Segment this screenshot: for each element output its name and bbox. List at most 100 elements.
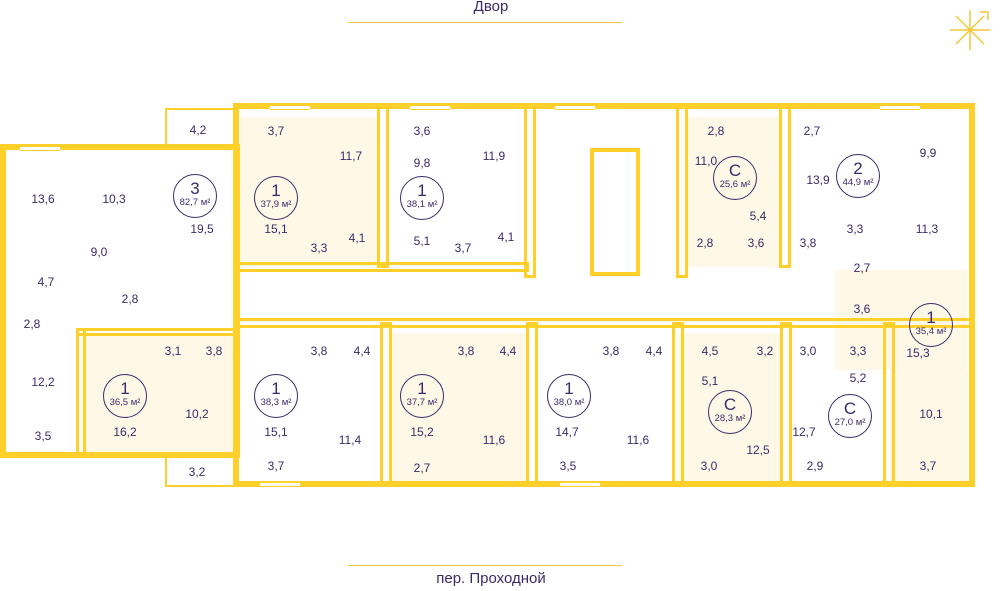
room-area-label: 14,7 bbox=[555, 425, 579, 439]
apartment-type: 1 bbox=[120, 379, 130, 398]
room-area-label: 3,7 bbox=[919, 459, 937, 473]
room-area-label: 3,8 bbox=[310, 344, 328, 358]
room-area-label: 2,8 bbox=[121, 292, 139, 306]
room-area-label: 16,2 bbox=[113, 425, 137, 439]
room-area-label: 4,4 bbox=[353, 344, 371, 358]
divider-bottom bbox=[348, 565, 622, 566]
room-area-label: 5,1 bbox=[413, 234, 431, 248]
window bbox=[880, 105, 920, 110]
room-area-label: 2,8 bbox=[23, 317, 41, 331]
room-area-label: 4,1 bbox=[497, 230, 515, 244]
room-area-label: 4,2 bbox=[189, 123, 207, 137]
room-area-label: 3,8 bbox=[457, 344, 475, 358]
apartment-area: 38,1 м² bbox=[406, 199, 438, 210]
window bbox=[555, 105, 595, 110]
street-label-bottom: пер. Проходной bbox=[436, 570, 546, 587]
partition-wall bbox=[780, 322, 792, 487]
room-area-label: 3,3 bbox=[310, 241, 328, 255]
room-area-label: 9,9 bbox=[919, 146, 937, 160]
room-area-label: 3,0 bbox=[700, 459, 718, 473]
room-area-label: 11,6 bbox=[626, 433, 650, 447]
apartment-area: 28,3 м² bbox=[714, 413, 746, 424]
partition-wall bbox=[779, 103, 791, 268]
balcony bbox=[165, 108, 235, 150]
room-area-label: 2,7 bbox=[413, 461, 431, 475]
room-area-label: 4,4 bbox=[499, 344, 517, 358]
room-area-label: 11,4 bbox=[338, 433, 362, 447]
window bbox=[260, 482, 300, 487]
room-area-label: 3,3 bbox=[849, 344, 867, 358]
room-area-label: 3,7 bbox=[267, 124, 285, 138]
room-area-label: 3,0 bbox=[799, 344, 817, 358]
room-area-label: 11,7 bbox=[339, 149, 363, 163]
room-area-label: 2,8 bbox=[707, 124, 725, 138]
apartment-area: 35,4 м² bbox=[915, 326, 947, 337]
partition-wall bbox=[883, 322, 895, 487]
apartment-fill bbox=[890, 370, 968, 483]
apartment-type: 1 bbox=[271, 379, 281, 398]
room-area-label: 11,0 bbox=[694, 154, 718, 168]
room-area-label: 3,7 bbox=[454, 241, 472, 255]
room-area-label: 5,4 bbox=[749, 209, 767, 223]
apartment-area: 44,9 м² bbox=[842, 177, 874, 188]
partition-wall bbox=[526, 322, 538, 487]
room-area-label: 10,1 bbox=[919, 407, 943, 421]
room-area-label: 9,8 bbox=[413, 156, 431, 170]
room-area-label: 3,1 bbox=[164, 344, 182, 358]
apartment-type: 3 bbox=[190, 179, 200, 198]
room-area-label: 3,8 bbox=[602, 344, 620, 358]
building-left-wing-wall bbox=[0, 144, 240, 458]
window bbox=[410, 105, 450, 110]
room-area-label: 3,6 bbox=[413, 124, 431, 138]
room-area-label: 3,8 bbox=[799, 236, 817, 250]
room-area-label: 9,0 bbox=[90, 245, 108, 259]
apartment-type: С bbox=[843, 399, 857, 418]
room-area-label: 15,1 bbox=[264, 222, 288, 236]
apartment-type: 1 bbox=[926, 308, 936, 327]
room-area-label: 12,7 bbox=[792, 425, 816, 439]
street-label-top: Двор bbox=[473, 0, 509, 15]
room-area-label: 10,3 bbox=[102, 192, 126, 206]
window bbox=[560, 482, 600, 487]
room-area-label: 2,8 bbox=[696, 236, 714, 250]
divider-top bbox=[348, 22, 622, 23]
partition-wall bbox=[380, 322, 392, 487]
apartment-area: 82,7 м² bbox=[179, 197, 211, 208]
compass-icon bbox=[950, 10, 990, 50]
room-area-label: 12,5 bbox=[746, 443, 770, 457]
partition-wall bbox=[377, 103, 389, 268]
room-area-label: 10,2 bbox=[185, 407, 209, 421]
room-area-label: 11,6 bbox=[482, 433, 506, 447]
room-area-label: 5,1 bbox=[701, 374, 719, 388]
window bbox=[20, 146, 60, 151]
partition-wall bbox=[76, 328, 86, 456]
apartment-type: 1 bbox=[417, 181, 427, 200]
partition-wall bbox=[676, 103, 688, 278]
room-area-label: 15,2 bbox=[410, 425, 434, 439]
room-area-label: 2,7 bbox=[803, 124, 821, 138]
apartment-area: 27,0 м² bbox=[834, 417, 866, 428]
room-area-label: 3,7 bbox=[267, 459, 285, 473]
room-area-label: 11,3 bbox=[915, 222, 939, 236]
apartment-type: 1 bbox=[417, 379, 427, 398]
balcony bbox=[165, 455, 235, 487]
room-area-label: 5,2 bbox=[849, 371, 867, 385]
room-area-label: 3,5 bbox=[559, 459, 577, 473]
apartment-type: 2 bbox=[853, 159, 863, 178]
room-area-label: 4,5 bbox=[701, 344, 719, 358]
apartment-area: 38,0 м² bbox=[553, 397, 585, 408]
apartment-area: 37,7 м² bbox=[406, 397, 438, 408]
partition-wall bbox=[524, 103, 536, 278]
